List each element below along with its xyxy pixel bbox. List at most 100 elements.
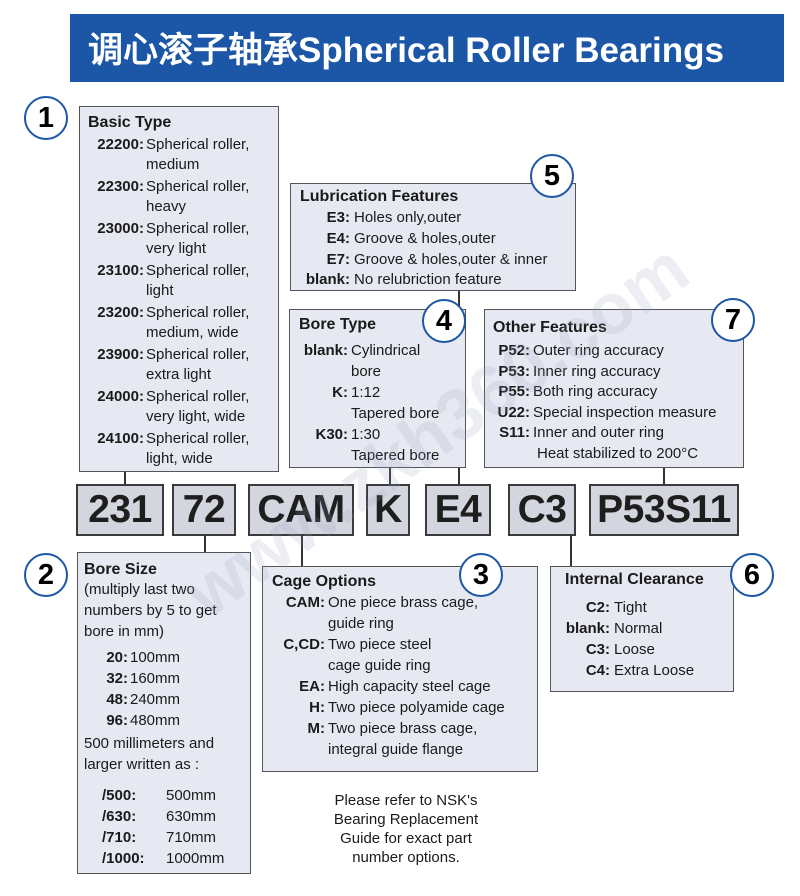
bore-size-desc: 500mm [166,787,217,804]
bore-size-intro: (multiply last two [84,581,195,598]
basic-type-desc: extra light [146,366,212,383]
bore-type-desc: Tapered bore [351,405,440,422]
internal-clearance-desc: Loose [614,641,655,658]
bore-size-box [77,552,251,874]
other-features-desc: Special inspection measure [533,404,717,421]
footnote: Please refer to NSK's Bearing Replacemen… [296,791,516,867]
code-lubrication: E4 [425,484,491,536]
basic-type-desc: Spherical roller, [146,346,250,363]
bore-size-title: Bore Size [84,561,157,578]
code-bore-size: 72 [172,484,236,536]
connector-basic [124,472,126,486]
list-item: /630: [102,808,137,825]
badge-cage-options: 3 [459,553,503,597]
lubrication-box [290,183,576,291]
other-features-desc: Outer ring accuracy [533,342,664,359]
connector-clearance [570,536,572,566]
badge-other-features: 7 [711,298,755,342]
basic-type-desc: medium, wide [146,324,239,341]
lubrication-desc: Groove & holes,outer [354,230,496,247]
footnote-line: Guide for exact part [340,830,472,847]
title-banner [70,14,784,82]
cage-options-desc: guide ring [328,615,394,632]
list-item: /1000: [102,850,145,867]
footnote-line: Please refer to NSK's [334,792,478,809]
other-features-desc: Both ring accuracy [533,383,658,400]
basic-type-desc: heavy [146,198,187,215]
bore-size-desc: 710mm [166,829,217,846]
badge-bore-type: 4 [422,299,466,343]
other-features-desc: Inner ring accuracy [533,363,661,380]
basic-type-desc: Spherical roller, [146,136,250,153]
bore-size-intro: numbers by 5 to get [84,602,217,619]
connector-bore-type [389,468,391,486]
code-clearance: C3 [508,484,576,536]
basic-type-desc: very light [146,240,207,257]
basic-type-desc: Spherical roller, [146,388,250,405]
basic-type-desc: Spherical roller, [146,262,250,279]
basic-type-desc: light, wide [146,450,213,467]
lubrication-title: Lubrication Features [300,188,459,205]
cage-options-desc: One piece brass cage, [328,594,479,611]
connector-cage [301,536,303,568]
code-cage: CAM [248,484,354,536]
cage-options-desc: Two piece brass cage, [328,720,478,737]
cage-options-desc: Two piece polyamide cage [328,699,505,716]
basic-type-desc: Spherical roller, [146,430,250,447]
basic-type-box [79,106,279,472]
list-item: /710: [102,829,137,846]
code-basic-type: 231 [76,484,164,536]
internal-clearance-desc: Extra Loose [614,662,695,679]
badge-basic-type: 1 [24,96,68,140]
bore-type-desc: 1:30 [351,426,381,443]
other-features-desc: Inner and outer ring [533,424,664,441]
internal-clearance-box [550,566,734,692]
lubrication-desc: Groove & holes,outer & inner [354,251,548,268]
bore-type-desc: 1:12 [351,384,381,401]
bore-size-note: 500 millimeters and [84,735,215,752]
bore-size-desc: 100mm [130,649,181,666]
footnote-line: Bearing Replacement [333,811,479,828]
cage-options-desc: cage guide ring [328,657,431,674]
cage-options-title: Cage Options [272,573,377,590]
bore-type-desc: Tapered bore [351,447,440,464]
internal-clearance-desc: Tight [614,599,647,616]
bore-size-desc: 480mm [130,712,181,729]
code-bore-type: K [366,484,410,536]
connector-bore-size [204,536,206,552]
other-features-box [484,309,744,468]
other-features-desc: Heat stabilized to 200°C [537,445,699,462]
badge-internal-clearance: 6 [730,553,774,597]
lubrication-desc: Holes only,outer [354,209,462,226]
bore-type-desc: bore [351,363,382,380]
other-features-title: Other Features [493,319,607,336]
basic-type-desc: Spherical roller, [146,178,250,195]
bore-type-desc: Cylindrical [351,342,421,359]
internal-clearance-title: Internal Clearance [565,571,704,588]
cage-options-box [262,566,538,772]
bore-size-note: larger written as : [84,756,200,773]
list-item: /500: [102,787,137,804]
bore-size-intro: bore in mm) [84,623,165,640]
footnote-line: number options. [352,849,460,866]
badge-bore-size: 2 [24,553,68,597]
bore-size-desc: 240mm [130,691,181,708]
cage-options-desc: High capacity steel cage [328,678,491,695]
bore-size-desc: 1000mm [166,850,225,867]
cage-options-desc: Two piece steel [328,636,432,653]
connector-other [663,468,665,486]
page-title: 调心滚子轴承Spherical Roller Bearings [88,31,724,70]
code-other: P53S11 [589,484,739,536]
basic-type-desc: medium [146,156,200,173]
basic-type-desc: Spherical roller, [146,304,250,321]
badge-lubrication: 5 [530,154,574,198]
basic-type-desc: light [146,282,174,299]
basic-type-title: Basic Type [88,114,172,131]
bore-type-title: Bore Type [299,316,377,333]
cage-options-desc: integral guide flange [328,741,464,758]
bore-size-desc: 630mm [166,808,217,825]
bore-size-desc: 160mm [130,670,181,687]
lubrication-desc: No relubriction feature [354,271,502,288]
basic-type-desc: Spherical roller, [146,220,250,237]
internal-clearance-desc: Normal [614,620,663,637]
